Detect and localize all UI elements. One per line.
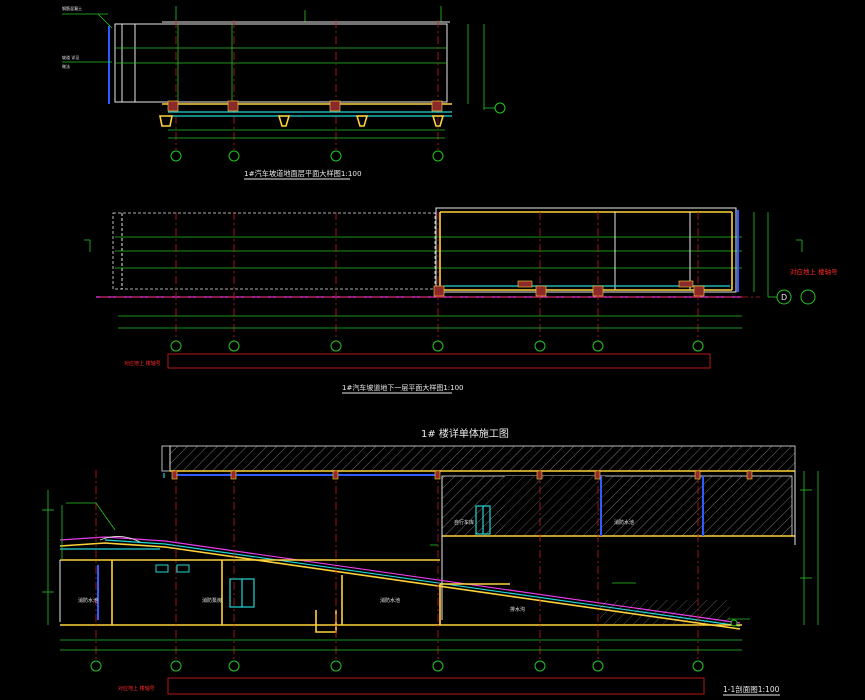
section-room-labels: 消防水池 消防泵房 消防水池 排水沟 自行车库 消防水池 — [78, 519, 634, 613]
svg-text:排水沟: 排水沟 — [510, 606, 525, 613]
svg-text:消防水池: 消防水池 — [380, 597, 400, 604]
top-plan-view: 钢筋混凝土 坡道 详见 做法 — [62, 5, 506, 162]
lower-plan-view — [84, 207, 803, 369]
axis-d-label: D — [781, 293, 787, 302]
svg-text:坡道 详见: 坡道 详见 — [62, 54, 79, 60]
axis-d-bubble — [776, 289, 792, 305]
section-axis-note: 对应地上 楼轴号 — [118, 685, 155, 692]
lower-plan-side-note: 对应地上 楼轴号 — [790, 267, 838, 276]
svg-text:做法: 做法 — [62, 63, 70, 69]
main-title: 1# 楼详单体施工图 — [421, 427, 509, 440]
svg-text:钢筋混凝土: 钢筋混凝土 — [62, 5, 82, 11]
section-view — [42, 445, 819, 695]
top-plan-caption: 1#汽车坡道地面层平面大样图1:100 — [244, 169, 362, 178]
lower-plan-caption: 1#汽车坡道地下一层平面大样图1:100 — [342, 383, 464, 392]
lower-plan-axis-note: 对应地上 楼轴号 — [124, 360, 161, 367]
section-caption: 1-1剖面图1:100 — [723, 684, 780, 694]
svg-text:消防水池: 消防水池 — [614, 519, 634, 526]
svg-text:消防水池: 消防水池 — [78, 597, 98, 604]
svg-text:自行车库: 自行车库 — [454, 519, 474, 526]
svg-text:消防泵房: 消防泵房 — [202, 597, 222, 604]
